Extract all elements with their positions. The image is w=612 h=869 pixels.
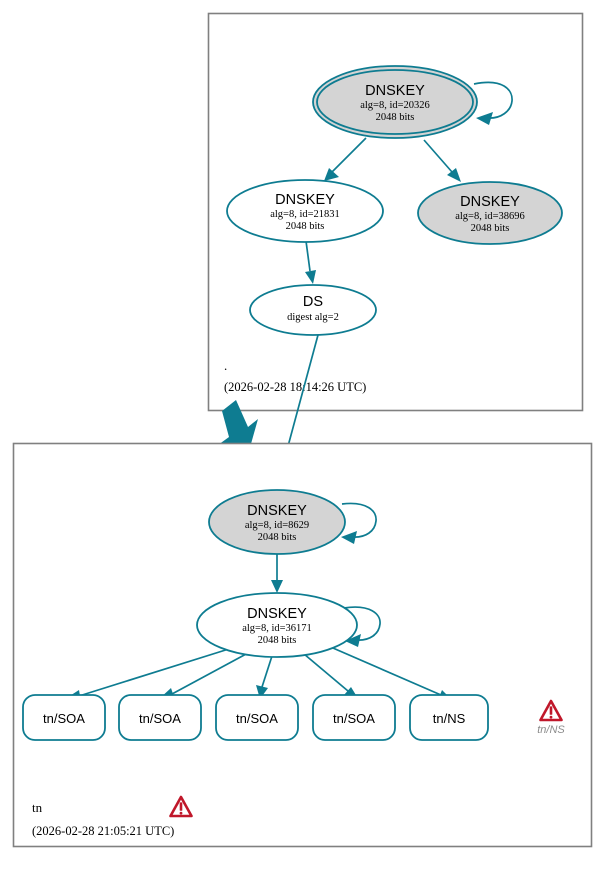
node-root-ds[interactable]: DS digest alg=2 bbox=[249, 284, 377, 336]
node-tn-ksk-line3: 2048 bits bbox=[258, 532, 297, 543]
node-root-alt-key-line2: alg=8, id=38696 bbox=[455, 211, 525, 222]
warning-tn-ns-caption: tn/NS bbox=[537, 724, 565, 736]
edge-root-zsk-to-ds bbox=[305, 240, 316, 284]
node-root-ds-line2: digest alg=2 bbox=[287, 312, 339, 323]
node-tn-zsk-line2: alg=8, id=36171 bbox=[242, 623, 312, 634]
node-rrset-1[interactable]: tn/SOA bbox=[22, 694, 106, 741]
node-root-alt-key[interactable]: DNSKEY alg=8, id=38696 2048 bits bbox=[417, 181, 563, 245]
warning-tn-ns[interactable]: tn/NS bbox=[537, 699, 565, 736]
node-rrset-2-label: tn/SOA bbox=[139, 711, 181, 726]
node-rrset-5-label: tn/NS bbox=[433, 711, 466, 726]
node-root-zsk-line3: 2048 bits bbox=[286, 221, 325, 232]
edge-root-ksk-to-zsk bbox=[324, 137, 367, 181]
node-tn-zsk[interactable]: DNSKEY alg=8, id=36171 2048 bits bbox=[196, 592, 358, 658]
node-rrset-3[interactable]: tn/SOA bbox=[215, 694, 299, 741]
node-tn-zsk-title: DNSKEY bbox=[247, 606, 307, 622]
edge-root-ksk-selfsign bbox=[473, 81, 513, 125]
node-rrset-2[interactable]: tn/SOA bbox=[118, 694, 202, 741]
edge-tn-ksk-selfsign bbox=[341, 502, 377, 544]
zone-label-tn: tn bbox=[32, 800, 43, 815]
node-rrset-3-label: tn/SOA bbox=[236, 711, 278, 726]
node-rrset-4[interactable]: tn/SOA bbox=[312, 694, 396, 741]
node-root-ksk-line3: 2048 bits bbox=[376, 112, 415, 123]
node-root-ksk[interactable]: DNSKEY alg=8, id=20326 2048 bits bbox=[312, 65, 478, 139]
zone-timestamp-tn: (2026-02-28 21:05:21 UTC) bbox=[32, 824, 174, 838]
edge-tn-ksk-to-zsk bbox=[271, 553, 283, 593]
node-rrset-4-label: tn/SOA bbox=[333, 711, 375, 726]
node-rrset-5[interactable]: tn/NS bbox=[409, 694, 489, 741]
node-tn-ksk[interactable]: DNSKEY alg=8, id=8629 2048 bits bbox=[208, 489, 346, 555]
edge-delegation-root-to-tn bbox=[218, 400, 258, 451]
node-rrset-1-label: tn/SOA bbox=[43, 711, 85, 726]
node-root-ds-title: DS bbox=[303, 294, 323, 310]
node-root-zsk[interactable]: DNSKEY alg=8, id=21831 2048 bits bbox=[226, 179, 384, 243]
node-tn-ksk-line2: alg=8, id=8629 bbox=[245, 520, 309, 531]
edge-root-ksk-to-alt bbox=[423, 139, 461, 182]
node-root-ksk-line2: alg=8, id=20326 bbox=[360, 100, 430, 111]
zone-label-root: . bbox=[224, 358, 227, 373]
zone-timestamp-root: (2026-02-28 18:14:26 UTC) bbox=[224, 380, 366, 394]
edge-tn-zsk-selfsign bbox=[343, 606, 381, 647]
node-tn-zsk-line3: 2048 bits bbox=[258, 635, 297, 646]
node-root-zsk-title: DNSKEY bbox=[275, 192, 335, 208]
node-root-ksk-title: DNSKEY bbox=[365, 83, 425, 99]
node-tn-ksk-title: DNSKEY bbox=[247, 503, 307, 519]
node-root-alt-key-line3: 2048 bits bbox=[471, 223, 510, 234]
node-root-alt-key-title: DNSKEY bbox=[460, 194, 520, 210]
node-root-zsk-line2: alg=8, id=21831 bbox=[270, 209, 340, 220]
